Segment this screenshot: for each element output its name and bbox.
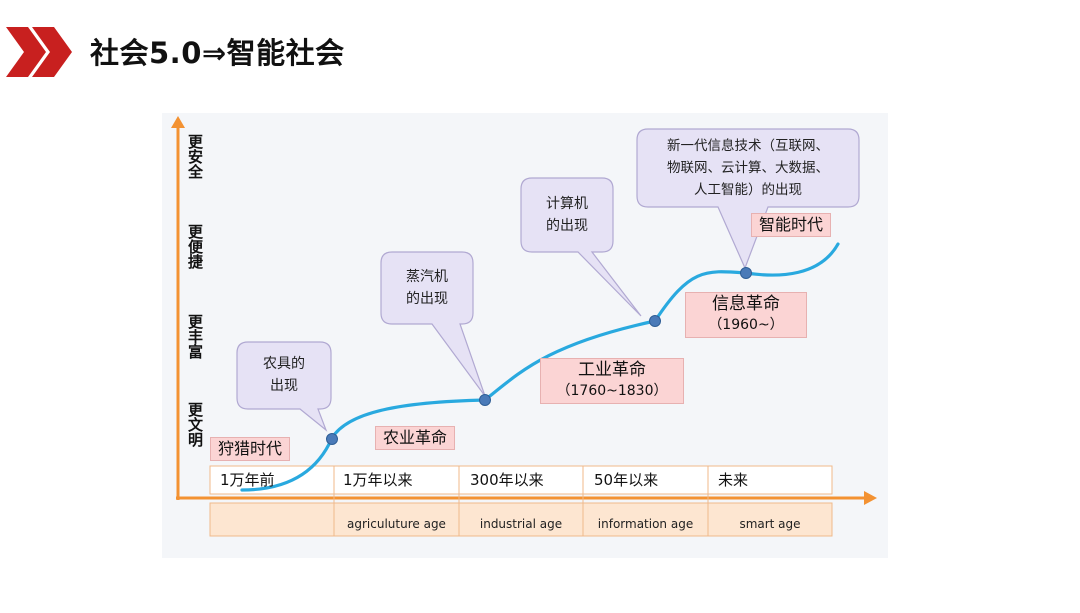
table-dividers (333, 466, 709, 536)
era-agriculture: 农业革命 (375, 426, 456, 450)
milestone-dot (326, 433, 338, 445)
y-label-richer: 更丰富 (186, 314, 204, 359)
bubble-computer (520, 177, 642, 317)
bubble-tools (236, 341, 332, 432)
bubble-line: 的出现 (546, 218, 588, 234)
bubble-steam-text: 蒸汽机 的出现 (382, 266, 472, 310)
timeline-cell: 1万年以来 (343, 471, 413, 489)
y-label-safer: 更安全 (186, 134, 204, 179)
y-axis-arrow-icon (171, 116, 185, 128)
milestone-dot (649, 315, 661, 327)
double-chevron-icon (6, 27, 72, 77)
era-industrial-name: 工业革命 (578, 360, 646, 380)
age-cell: industrial age (479, 517, 563, 531)
bubble-line: 的出现 (406, 291, 448, 307)
bubble-line: 人工智能）的出现 (694, 182, 802, 198)
bubble-line: 出现 (270, 378, 298, 394)
age-cell (210, 512, 334, 536)
era-smart: 智能时代 (751, 213, 832, 237)
y-label-convenient: 更便捷 (186, 224, 204, 269)
era-industrial: 工业革命 （1760~1830） (540, 358, 684, 404)
era-information-years: （1960~） (708, 317, 784, 333)
age-cell: information age (597, 517, 694, 531)
era-information: 信息革命 （1960~） (685, 292, 807, 338)
timeline-cell: 未来 (718, 471, 749, 489)
era-hunting: 狩猎时代 (210, 437, 291, 461)
timeline-cell: 1万年前 (220, 471, 275, 489)
age-row (209, 502, 833, 537)
era-industrial-years: （1760~1830） (556, 383, 668, 399)
slide-header: 社会5.0⇒智能社会 (0, 0, 1080, 100)
curve-milestones (326, 267, 752, 445)
y-label-civilized: 更文明 (186, 402, 204, 447)
x-axis-arrow-icon (864, 491, 877, 505)
bubble-line: 蒸汽机 (406, 269, 448, 285)
age-cell: smart age (739, 517, 801, 531)
bubble-internet (636, 128, 860, 270)
age-cell: agriculuture age (347, 517, 446, 531)
bubble-line: 计算机 (546, 196, 588, 212)
timeline-cell: 50年以来 (594, 471, 659, 489)
bubble-line: 物联网、云计算、大数据、 (667, 160, 829, 176)
milestone-dot (740, 267, 752, 279)
bubble-steam (380, 251, 486, 397)
bubble-computer-text: 计算机 的出现 (522, 193, 612, 237)
milestone-dot (479, 394, 491, 406)
slide-title: 社会5.0⇒智能社会 (90, 36, 345, 70)
bubble-internet-text: 新一代信息技术（互联网、 物联网、云计算、大数据、 人工智能）的出现 (639, 135, 857, 201)
bubble-line: 新一代信息技术（互联网、 (667, 138, 829, 154)
era-information-name: 信息革命 (712, 294, 780, 314)
bubble-line: 农具的 (263, 356, 305, 372)
timeline-cell: 300年以来 (470, 471, 544, 489)
bubble-tools-text: 农具的 出现 (238, 353, 330, 397)
timeline-row (209, 465, 833, 495)
